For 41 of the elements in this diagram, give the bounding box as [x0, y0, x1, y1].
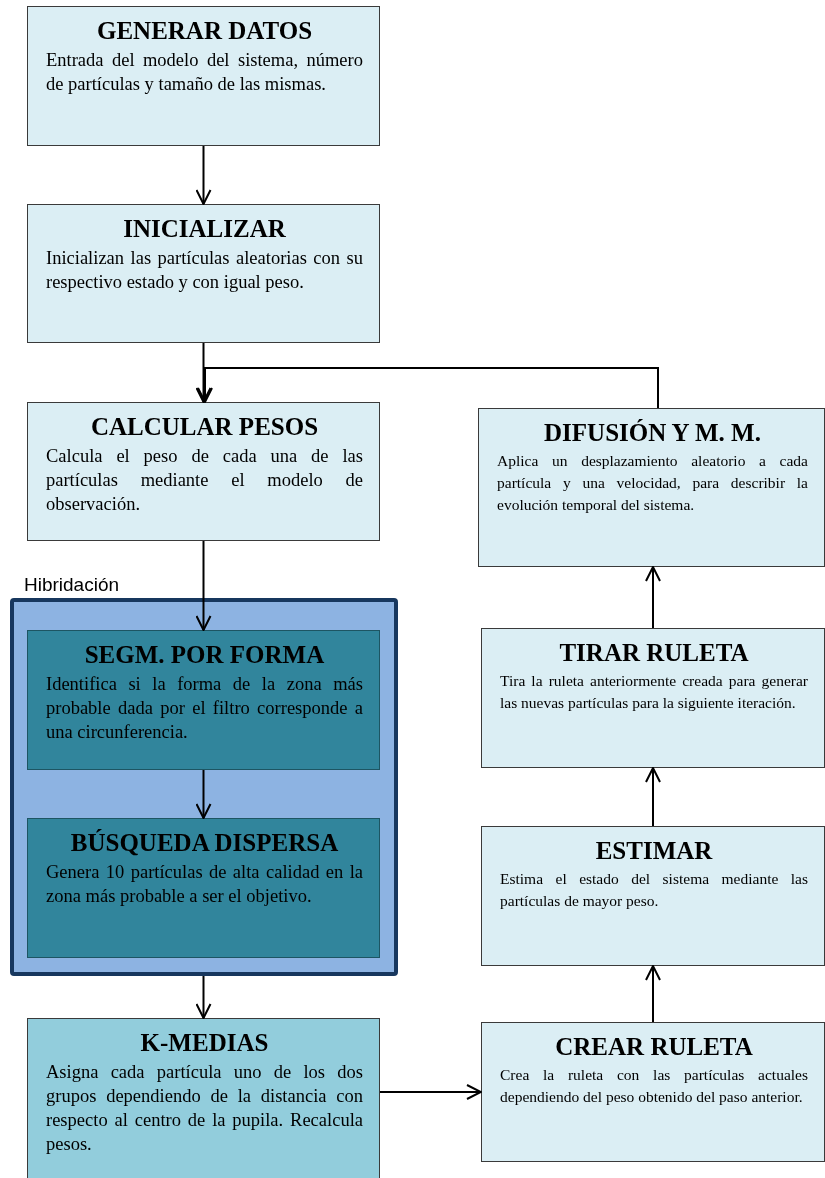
- step-title: CALCULAR PESOS: [89, 412, 320, 442]
- step-description: Genera 10 partículas de alta calidad en la zona más probable a ser el objetivo.: [46, 860, 363, 908]
- process-box: [481, 826, 825, 966]
- step-description: Estima el estado del sistema mediante las partículas de mayor peso.: [500, 868, 808, 911]
- step-description: Asigna cada partícula uno de los dos grupos dependiendo de la distancia con respecto al centro de la pupila. Recalcula pesos.: [46, 1060, 363, 1156]
- step-description: Tira la ruleta anteriormente creada para generar las nuevas partículas para la siguiente iteración.: [500, 670, 808, 713]
- process-box: [27, 6, 380, 146]
- step-description: Aplica un desplazamiento aleatorio a cada partícula y una velocidad, para describir la evolución temporal del sistema.: [497, 450, 808, 516]
- step-description: Inicializan las partículas aleatorias con su respectivo estado y con igual peso.: [46, 246, 363, 294]
- step-title: TIRAR RULETA: [558, 638, 750, 668]
- step-description: Entrada del modelo del sistema, número de partículas y tamaño de las mismas.: [46, 48, 363, 96]
- arrow: [379, 1084, 482, 1100]
- arrow: [645, 767, 661, 827]
- process-box: [27, 818, 380, 958]
- process-box: [27, 204, 380, 343]
- process-box: [27, 1018, 380, 1178]
- arrow: [645, 965, 661, 1023]
- process-box: [27, 402, 380, 541]
- arrow: [195, 145, 212, 205]
- step-title: SEGM. POR FORMA: [83, 640, 326, 670]
- step-description: Identifica si la forma de la zona más probable dada por el filtro corresponde a una circunferencia.: [46, 672, 363, 744]
- step-title: CREAR RULETA: [554, 1032, 754, 1062]
- step-title: ESTIMAR: [594, 836, 714, 866]
- arrow: [645, 566, 661, 629]
- arrow: [195, 975, 212, 1019]
- arrow: [197, 367, 659, 409]
- step-title: K-MEDIAS: [139, 1028, 270, 1058]
- step-title: DIFUSIÓN Y M. M.: [543, 418, 762, 448]
- process-box: [27, 630, 380, 770]
- process-box: [481, 1022, 825, 1162]
- step-description: Calcula el peso de cada una de las partículas mediante el modelo de observación.: [46, 444, 363, 516]
- step-description: Crea la ruleta con las partículas actuales dependiendo del peso obtenido del paso anterior.: [500, 1064, 808, 1107]
- arrow: [195, 769, 212, 819]
- step-title: BÚSQUEDA DISPERSA: [69, 828, 340, 858]
- step-title: GENERAR DATOS: [95, 16, 314, 46]
- arrow: [195, 342, 212, 403]
- group-label: Hibridación: [24, 574, 120, 596]
- process-box: [481, 628, 825, 768]
- process-box: [478, 408, 825, 567]
- step-title: INICIALIZAR: [122, 214, 287, 244]
- arrow: [195, 540, 212, 631]
